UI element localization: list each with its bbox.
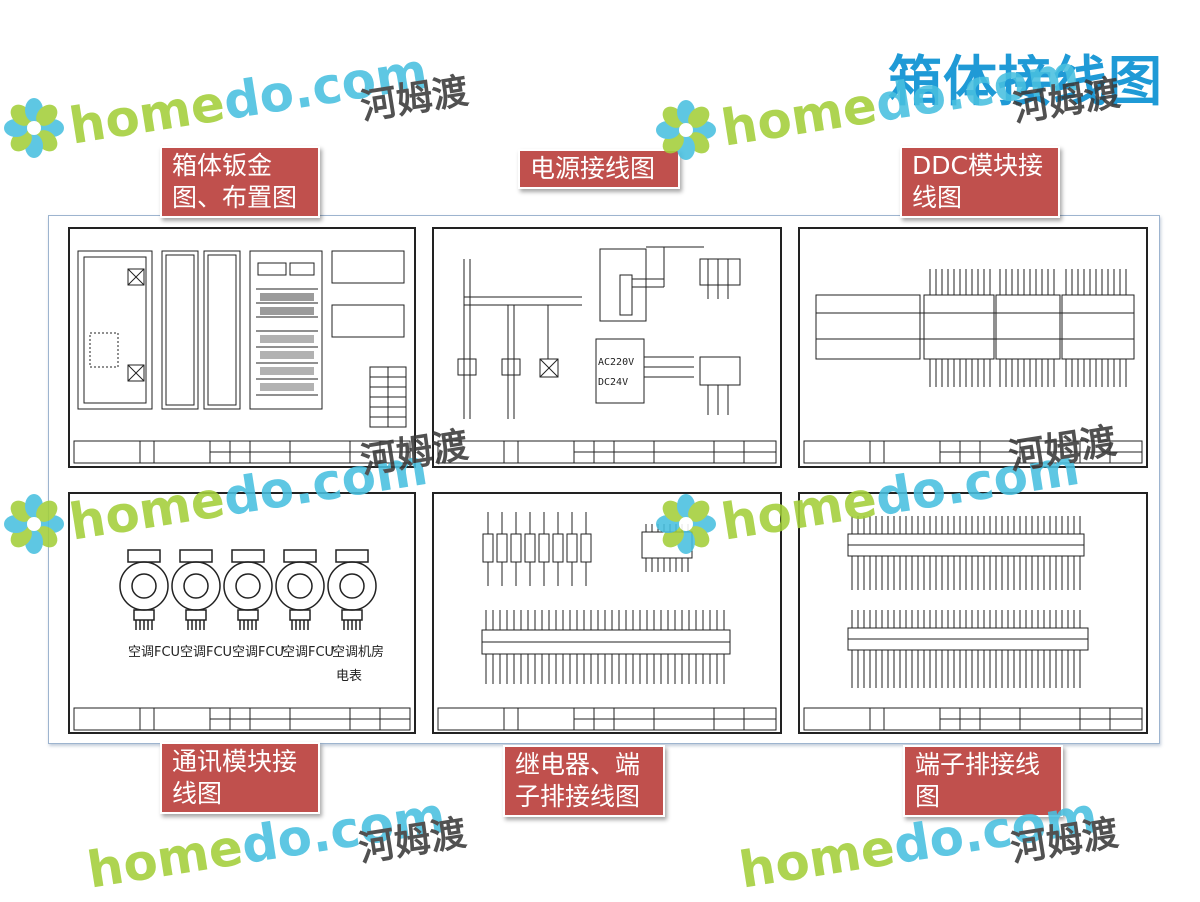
ddc-module-drawing [798, 227, 1148, 468]
dc24-label: DC24V [598, 377, 628, 388]
label-ddc: DDC模块接线图 [900, 146, 1060, 218]
machine-room-label: 空调机房 [332, 644, 384, 660]
fcu-label-2: 空调FCU [180, 645, 232, 660]
fcu-label-4: 空调FCU [282, 645, 334, 660]
flower-icon [4, 98, 64, 158]
fcu-label-3: 空调FCU [232, 645, 284, 660]
ac220-label: AC220V [598, 357, 634, 368]
meter-label: 电表 [336, 669, 362, 684]
relay-terminal-drawing [432, 492, 782, 734]
sheet-metal-drawing [68, 227, 416, 468]
watermark: homedo.com 河姆渡 [735, 785, 1122, 900]
label-terminal: 端子排接线图 [903, 745, 1063, 817]
watermark: homedo.com 河姆渡 [83, 785, 470, 900]
label-sheet-metal: 箱体钣金图、布置图 [160, 146, 320, 218]
label-power: 电源接线图 [518, 149, 680, 189]
fcu-label-1: 空调FCU [128, 645, 180, 660]
drawings-frame [48, 215, 1160, 744]
comm-module-drawing: 空调FCU 空调FCU 空调FCU 空调FCU 空调机房 电表 [68, 492, 416, 734]
power-wiring-drawing: AC220V DC24V [432, 227, 782, 468]
label-comm: 通讯模块接线图 [160, 742, 320, 814]
terminal-strip-drawing [798, 492, 1148, 734]
label-relay: 继电器、端子排接线图 [503, 745, 665, 817]
page-title: 箱体接线图 [888, 50, 1163, 113]
